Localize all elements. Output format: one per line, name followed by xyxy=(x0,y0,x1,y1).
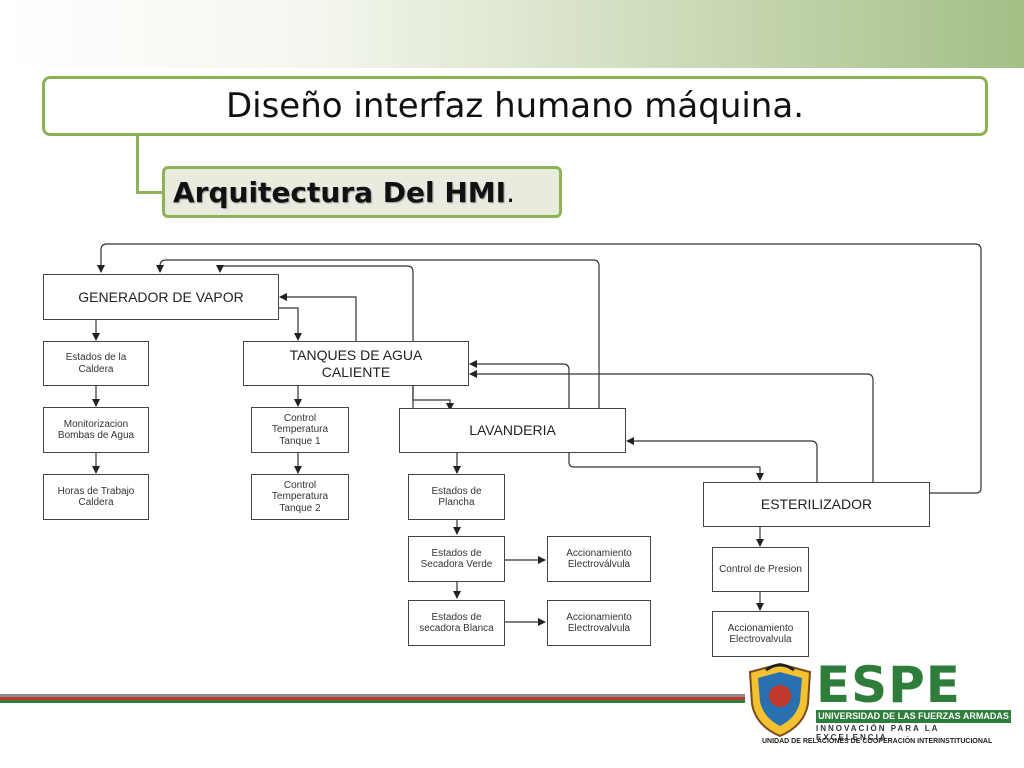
node-secadora-blanca: Estados de secadora Blanca xyxy=(408,600,505,646)
slide-subtitle: Arquitectura Del HMI. xyxy=(162,166,562,218)
node-generador-vapor: GENERADOR DE VAPOR xyxy=(43,274,279,320)
edge-tanques-generador xyxy=(279,293,357,342)
node-estados-caldera: Estados de la Caldera xyxy=(43,341,149,386)
node-monitorizacion-bombas: Monitorizacion Bombas de Agua xyxy=(43,407,149,453)
node-horas-trabajo: Horas de Trabajo Caldera xyxy=(43,474,149,520)
node-estados-plancha: Estados de Plancha xyxy=(408,474,505,520)
node-tanques-agua: TANQUES DE AGUA CALIENTE xyxy=(243,341,469,386)
node-control-tanque2: Control Temperatura Tanque 2 xyxy=(251,474,349,520)
espe-wordmark: ESPE xyxy=(816,656,961,714)
unit-name: UNIDAD DE RELACIONES DE COOPERACIÓN INTE… xyxy=(762,738,993,745)
slide-subtitle-period: . xyxy=(506,175,515,209)
node-esterilizador: ESTERILIZADOR xyxy=(703,482,930,527)
edge-esterilizador-tanques xyxy=(469,370,874,482)
title-connector xyxy=(136,136,164,194)
node-lavanderia: LAVANDERIA xyxy=(399,408,626,453)
footer-stripes xyxy=(0,694,745,706)
university-name: UNIVERSIDAD DE LAS FUERZAS ARMADAS xyxy=(816,710,1011,723)
edge-tanques-lavanderia xyxy=(412,386,454,411)
slide-title-text: Diseño interfaz humano máquina. xyxy=(225,86,805,126)
edge-esterilizador-lavanderia xyxy=(626,437,818,482)
node-accionamiento-esterilizador: Accionamiento Electrovalvula xyxy=(712,611,809,657)
university-motto: INNOVACIÓN PARA LA EXCELENCIA xyxy=(816,724,940,742)
node-accionamiento-blanca: Accionamiento Electrovalvula xyxy=(547,600,651,646)
node-control-presion: Control de Presion xyxy=(712,547,809,592)
edge-lavanderia-esterilizador xyxy=(568,453,764,481)
node-accionamiento-verde: Accionamiento Electroválvula xyxy=(547,536,651,582)
header-gradient-band xyxy=(0,0,1024,68)
edge-generador-tanques xyxy=(278,307,302,341)
edge-esterilizador-generador xyxy=(97,243,982,494)
node-control-tanque1: Control Temperatura Tanque 1 xyxy=(251,407,349,453)
edge-lavanderia-generador xyxy=(216,265,414,408)
slide-subtitle-text: Arquitectura Del HMI xyxy=(173,175,507,209)
crest-icon xyxy=(748,662,812,738)
espe-logo: ESPE UNIVERSIDAD DE LAS FUERZAS ARMADAS … xyxy=(742,660,1012,750)
node-secadora-verde: Estados de Secadora Verde xyxy=(408,536,505,582)
edge-lavanderia-loop xyxy=(156,259,600,408)
slide-title: Diseño interfaz humano máquina. xyxy=(42,76,988,136)
edge-lavanderia-tanques xyxy=(469,360,570,408)
